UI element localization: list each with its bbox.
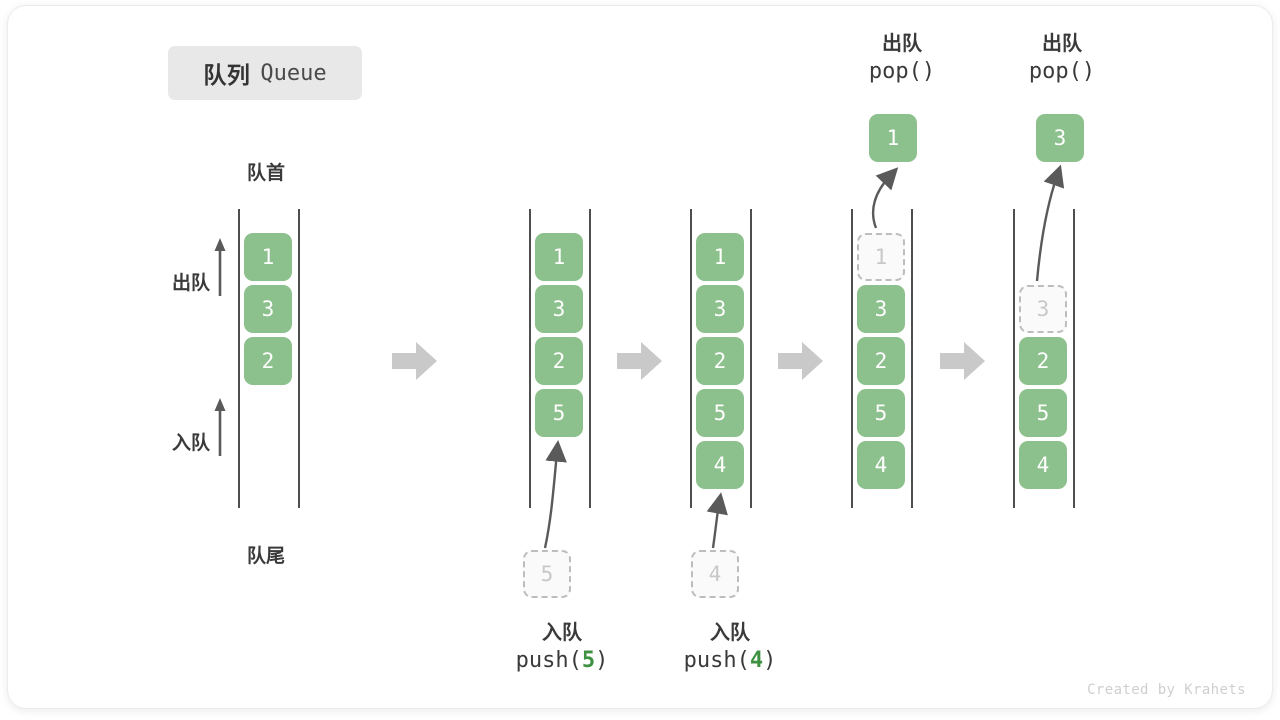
rail-right <box>911 209 913 508</box>
queue-cell: 2 <box>244 337 292 385</box>
queue-cell: 1 <box>244 233 292 281</box>
queue-cell: 5 <box>1019 389 1067 437</box>
dequeue-direction-label: 出队 <box>171 273 210 294</box>
queue-cell: 5 <box>696 389 744 437</box>
title-badge: 队列 Queue <box>168 46 362 100</box>
queue-head-label: 队首 <box>246 163 285 184</box>
incoming-ghost-cell: 4 <box>691 550 739 598</box>
queue-cell: 5 <box>535 389 583 437</box>
enqueue-direction-label: 入队 <box>171 433 210 454</box>
queue-cell: 2 <box>857 337 905 385</box>
operation-name: 出队 <box>1042 33 1082 55</box>
queue-cell: 4 <box>1019 441 1067 489</box>
operation-code: pop() <box>868 59 936 85</box>
queue-cell: 2 <box>1019 337 1067 385</box>
operation-caption-push-4: 入队 push(4) <box>640 620 820 675</box>
queue-cell-ghost: 1 <box>857 233 905 281</box>
operation-caption-pop-3: 出队 pop() <box>972 31 1152 86</box>
rail-left <box>529 209 531 508</box>
queue-cell: 4 <box>857 441 905 489</box>
credit-text: Created by Krahets <box>1087 682 1246 698</box>
popped-cell: 3 <box>1036 114 1084 162</box>
rail-right <box>750 209 752 508</box>
title-cn: 队列 <box>203 62 251 88</box>
operation-name: 入队 <box>542 622 582 644</box>
rail-right <box>298 209 300 508</box>
rail-left <box>690 209 692 508</box>
rail-left <box>851 209 853 508</box>
dequeue-direction-arrow-icon <box>214 238 226 296</box>
operation-caption-push-5: 入队 push(5) <box>472 620 652 675</box>
rail-left <box>238 209 240 508</box>
transition-arrow-icon <box>778 342 823 380</box>
queue-cell: 4 <box>696 441 744 489</box>
transition-arrow-icon <box>940 342 985 380</box>
operation-name: 入队 <box>710 622 750 644</box>
operation-code: push(4) <box>683 648 777 674</box>
queue-cell: 1 <box>535 233 583 281</box>
popped-cell: 1 <box>869 114 917 162</box>
queue-tail-label: 队尾 <box>246 546 285 567</box>
transition-arrow-icon <box>392 342 437 380</box>
title-en: Queue <box>260 60 327 86</box>
transition-arrow-icon <box>617 342 662 380</box>
operation-code: push(5) <box>515 648 609 674</box>
queue-cell: 3 <box>535 285 583 333</box>
queue-cell: 1 <box>696 233 744 281</box>
operation-name: 出队 <box>882 33 922 55</box>
operation-code: pop() <box>1028 59 1096 85</box>
incoming-ghost-cell: 5 <box>523 550 571 598</box>
queue-cell: 3 <box>244 285 292 333</box>
enqueue-direction-arrow-icon <box>214 398 226 456</box>
operation-caption-pop-1: 出队 pop() <box>812 31 992 86</box>
rail-left <box>1013 209 1015 508</box>
rail-right <box>1073 209 1075 508</box>
queue-cell: 2 <box>535 337 583 385</box>
queue-cell: 3 <box>857 285 905 333</box>
queue-cell: 5 <box>857 389 905 437</box>
rail-right <box>589 209 591 508</box>
queue-cell: 2 <box>696 337 744 385</box>
queue-cell-ghost: 3 <box>1019 285 1067 333</box>
queue-cell: 3 <box>696 285 744 333</box>
